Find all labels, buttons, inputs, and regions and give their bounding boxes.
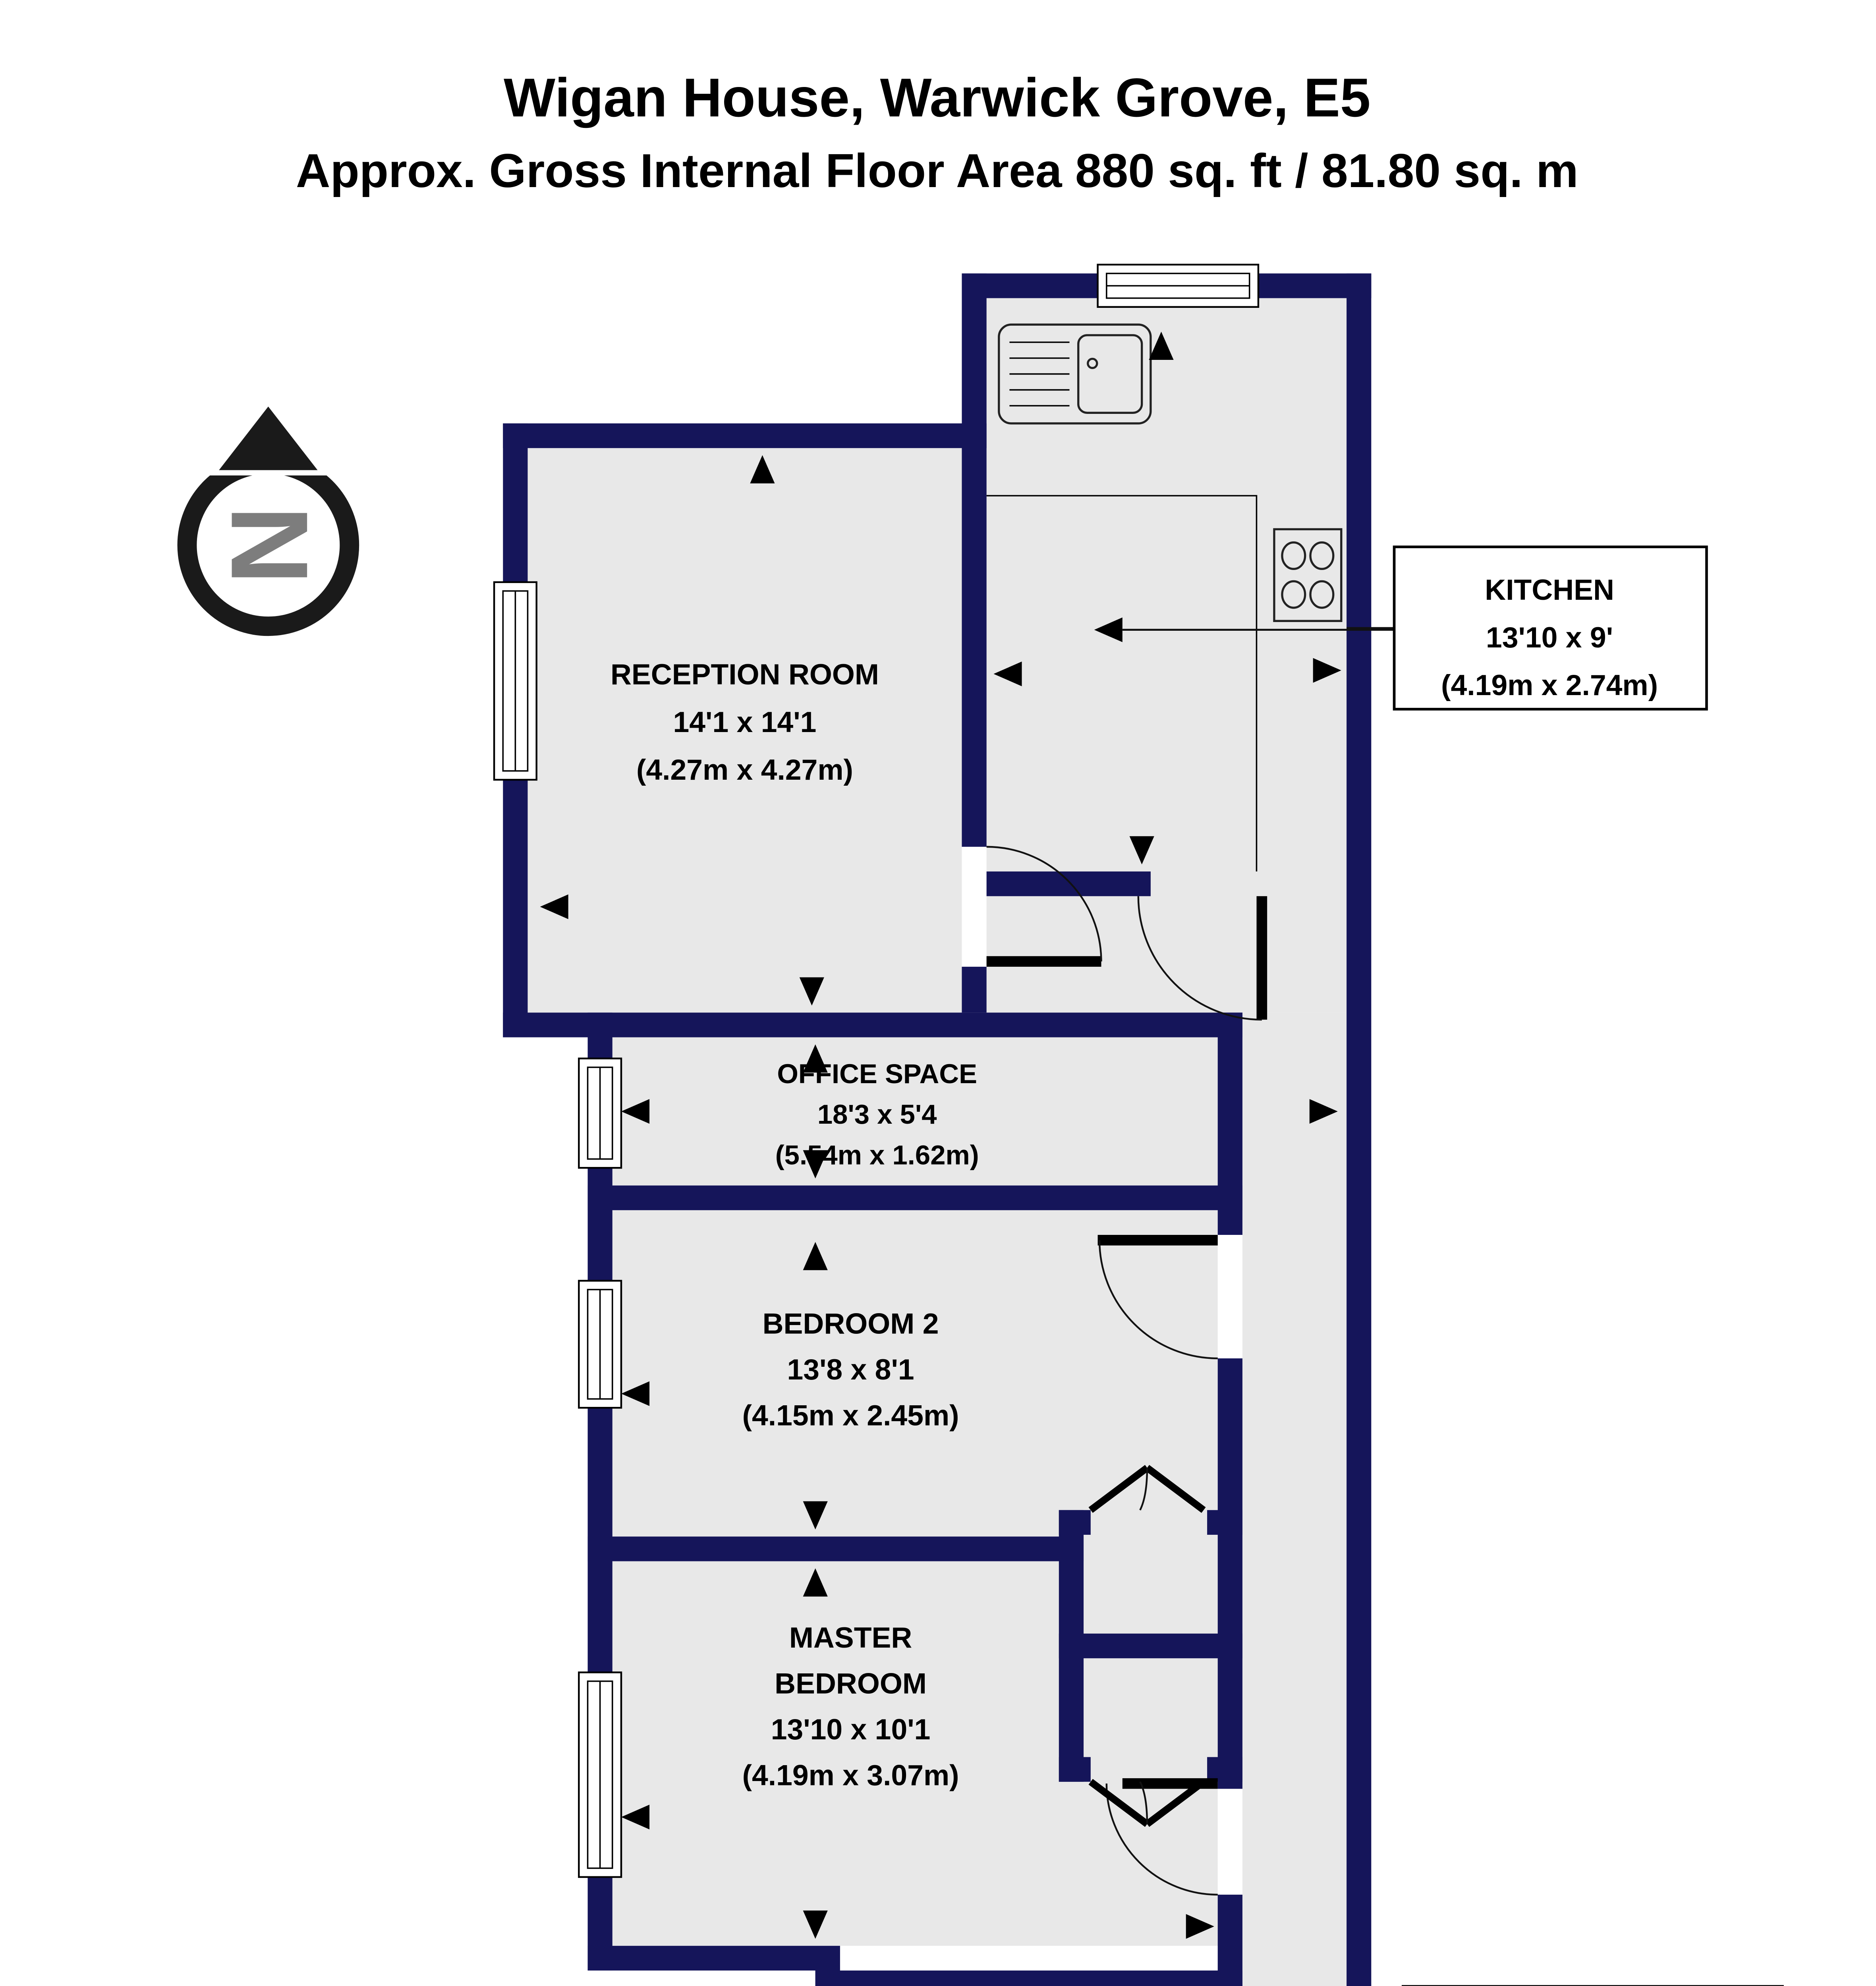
kitchen-counter-line [986, 495, 1258, 872]
kitchen-window [1097, 263, 1260, 308]
kitchen-door [1137, 896, 1267, 1021]
office-label: OFFICE SPACE 18'3 x 5'4 (5.54m x 1.62m) [775, 1059, 979, 1170]
room-labels: RECEPTION ROOM 14'1 x 14'1 (4.27m x 4.27… [611, 658, 979, 1791]
compass-letter: N [209, 506, 330, 585]
master-label: MASTER BEDROOM 13'10 x 10'1 (4.19m x 3.0… [742, 1621, 959, 1791]
svg-text:RECEPTION ROOM: RECEPTION ROOM [611, 658, 879, 691]
svg-text:14'1 x 14'1: 14'1 x 14'1 [673, 706, 817, 738]
reception-door [986, 846, 1102, 967]
north-compass-icon: N [177, 398, 359, 636]
hob-icon [1273, 528, 1343, 622]
reception-window [493, 581, 537, 781]
windows [493, 263, 1260, 1878]
bedroom2-label: BEDROOM 2 13'8 x 8'1 (4.15m x 2.45m) [742, 1308, 959, 1432]
svg-text:18'3 x 5'4: 18'3 x 5'4 [817, 1099, 937, 1130]
walls [503, 273, 1372, 1986]
svg-text:(5.54m x 1.62m): (5.54m x 1.62m) [775, 1140, 979, 1170]
kitchen-floor [986, 298, 1347, 872]
kitchen-sink [998, 323, 1152, 425]
svg-text:13'8 x 8'1: 13'8 x 8'1 [787, 1353, 914, 1386]
fixtures [986, 323, 1343, 872]
bedroom2-door [1097, 1234, 1218, 1360]
bedroom2-window [578, 1280, 622, 1409]
page-title: Wigan House, Warwick Grove, E5 [504, 67, 1370, 128]
office-floor [612, 1037, 1242, 1186]
master-window [578, 1671, 622, 1878]
svg-text:(4.27m x 4.27m): (4.27m x 4.27m) [636, 753, 853, 786]
svg-text:MASTER: MASTER [789, 1621, 912, 1654]
closet-bifold-doors [1088, 1465, 1206, 1827]
svg-text:(4.19m x 2.74m): (4.19m x 2.74m) [1441, 669, 1658, 701]
svg-text:BEDROOM: BEDROOM [775, 1667, 927, 1700]
svg-text:13'10 x 10'1: 13'10 x 10'1 [771, 1713, 931, 1746]
office-window [578, 1057, 622, 1169]
hall-floor [1242, 1012, 1347, 1986]
north-arrow-icon [208, 398, 328, 475]
outer-right-wall [1347, 273, 1372, 1986]
label-boxes: KITCHEN 13'10 x 9' (4.19m x 2.74m) WC 6'… [1393, 545, 1784, 1986]
reception-label: RECEPTION ROOM 14'1 x 14'1 (4.27m x 4.27… [611, 658, 879, 786]
svg-text:13'10 x 9': 13'10 x 9' [1486, 621, 1613, 654]
svg-text:OFFICE SPACE: OFFICE SPACE [777, 1059, 977, 1089]
svg-text:BEDROOM 2: BEDROOM 2 [763, 1308, 939, 1340]
dimension-arrows [540, 331, 1395, 1939]
svg-text:(4.19m x 3.07m): (4.19m x 3.07m) [742, 1759, 959, 1792]
bedroom2-floor [612, 1210, 1218, 1537]
page-subtitle: Approx. Gross Internal Floor Area 880 sq… [296, 144, 1578, 197]
kitchen-label-box: KITCHEN 13'10 x 9' (4.19m x 2.74m) [1393, 545, 1708, 711]
doors [986, 846, 1267, 1896]
reception-floor [527, 448, 962, 1013]
svg-text:(4.15m x 2.45m): (4.15m x 2.45m) [742, 1399, 959, 1432]
svg-text:KITCHEN: KITCHEN [1485, 574, 1614, 606]
